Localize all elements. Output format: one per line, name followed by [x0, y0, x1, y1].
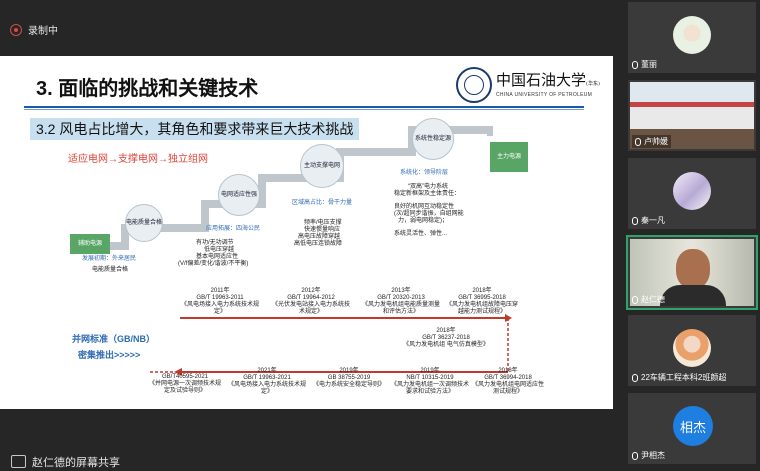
evolution-path: 适应电网→支撑电网→独立组网: [68, 154, 208, 165]
std-2019-a: 2019年 GB 38755-2019 《电力系统安全稳定导则》: [312, 368, 385, 388]
stage-stable: 系统性稳定源: [412, 118, 454, 160]
participant-name: 董丽: [641, 60, 657, 69]
university-logo: 中国石油大学(华东) CHINA UNIVERSITY OF PETROLEUM: [456, 67, 600, 103]
participant-name: 赵仁德: [641, 295, 665, 304]
participant-tile[interactable]: 22车辆工程本科2班颜超: [628, 315, 756, 386]
std-2019-b: 2019年 NB/T 10315-2019 《风力发电机组一次调频技术要求和试验…: [390, 368, 469, 395]
participant-name: 22车辆工程本科2班颜超: [641, 373, 727, 382]
participant-tile[interactable]: 卢帅媛: [628, 80, 756, 151]
participant-name: 秦一凡: [641, 216, 665, 225]
slide-title: 3. 面临的挑战和关键技术: [36, 78, 259, 100]
std-2012: 2012年 GB/T 19964-2012 《光伏发电站接入电力系统技术规定》: [271, 288, 350, 315]
title-rule: [24, 106, 584, 108]
avatar: 相杰: [673, 406, 713, 446]
participant-tile[interactable]: 董丽: [628, 2, 756, 73]
recording-label: 录制中: [28, 26, 58, 37]
phase-system-desc: “双高”电力系统 稳定新框架及主体责任： 良好的机网互动稳定性 (次/超同步谐振…: [394, 184, 464, 237]
mic-icon: [632, 295, 638, 304]
stage-adapt: 电网适应性强: [218, 174, 260, 216]
mic-muted-icon: [632, 451, 638, 460]
screen-share-icon: [11, 455, 26, 468]
mic-icon: [635, 137, 641, 146]
aux-power-label: 辅助电源: [72, 235, 108, 253]
std-2013: 2013年 GB/T 20320-2013 《风力发电机组电能质量测量和评估方法…: [362, 288, 441, 315]
video-feed: [630, 239, 754, 306]
phase-expand: 应用拓展：四海公民: [206, 226, 261, 232]
participant-tile-active[interactable]: 赵仁德: [626, 235, 758, 310]
screen-share-indicator[interactable]: 赵仁德的屏幕共享: [0, 452, 613, 471]
recording-indicator[interactable]: 录制中: [10, 22, 58, 37]
phase-system: 系统化：领导阶层: [400, 170, 449, 176]
stage-quality: 电能质量合格: [125, 204, 163, 242]
screen-share-label: 赵仁德的屏幕共享: [32, 456, 120, 469]
phase-expand-desc: 有功/无功调节 低电压穿越 基本电网适应性 (V/f偏差/变化/谐波/不平衡): [178, 240, 249, 267]
mic-muted-icon: [632, 60, 638, 69]
mic-muted-icon: [632, 373, 638, 382]
video-feed: [630, 82, 754, 149]
title-rule-thin: [24, 109, 584, 110]
standards-label: 并网标准（GB/NB）: [72, 334, 155, 344]
participant-name: 卢帅媛: [644, 137, 668, 146]
avatar: [673, 172, 711, 210]
logo-english: CHINA UNIVERSITY OF PETROLEUM: [496, 92, 593, 98]
phase-early: 发展初期：外来居民: [82, 256, 137, 262]
logo-name: 中国石油大学: [496, 71, 587, 89]
participant-tile[interactable]: 相杰 尹相杰: [628, 393, 756, 464]
participant-tile[interactable]: 秦一凡: [628, 158, 756, 229]
avatar: [673, 16, 711, 54]
std-2018-a: 2018年 GB/T 36995-2018 《风力发电机组故障电压穿越能力测试规…: [445, 288, 518, 315]
mic-muted-icon: [632, 216, 638, 225]
std-2021: 2021年 GB/T 19963-2021 《风电场接入电力系统技术规定》: [227, 368, 306, 395]
std-2018-c: 2018年 GB/T 36994-2018 《风力发电机组电网适应性测试规程》: [471, 368, 544, 395]
logo-sub: (华东): [586, 81, 600, 87]
phase-regional: 区域高占比：骨干力量: [292, 200, 353, 206]
phase-early-desc: 电能质量合格: [92, 267, 129, 273]
phase-regional-desc: 频率/电压支撑 快速惯量响应 高电压故障穿越 高低电压连锁故障: [294, 220, 343, 247]
main-power-label: 主力电源: [490, 142, 528, 172]
record-icon: [10, 23, 22, 36]
slide-subtitle: 3.2 风电占比增大，其角色和要求带来巨大技术挑战: [30, 118, 360, 140]
std-gb40595: GB/T40595-2021 《并网电源一次调频技术规定及试验导则》: [148, 374, 221, 394]
university-seal-icon: [456, 67, 492, 103]
shared-slide: 3. 面临的挑战和关键技术 中国石油大学(华东) CHINA UNIVERSIT…: [0, 56, 613, 409]
std-2018-b: 2018年 GB/T 36237-2018 《风力发电机组 电气仿真模型》: [403, 328, 489, 348]
participant-name: 尹相杰: [641, 451, 665, 460]
standards-label-2: 密集推出>>>>>: [78, 350, 141, 360]
avatar: [673, 329, 711, 367]
stage-support: 主动支撑电网: [300, 144, 344, 188]
std-2011: 2011年 GB/T 19963-2011 《风电场接入电力系统技术规定》: [180, 288, 259, 315]
